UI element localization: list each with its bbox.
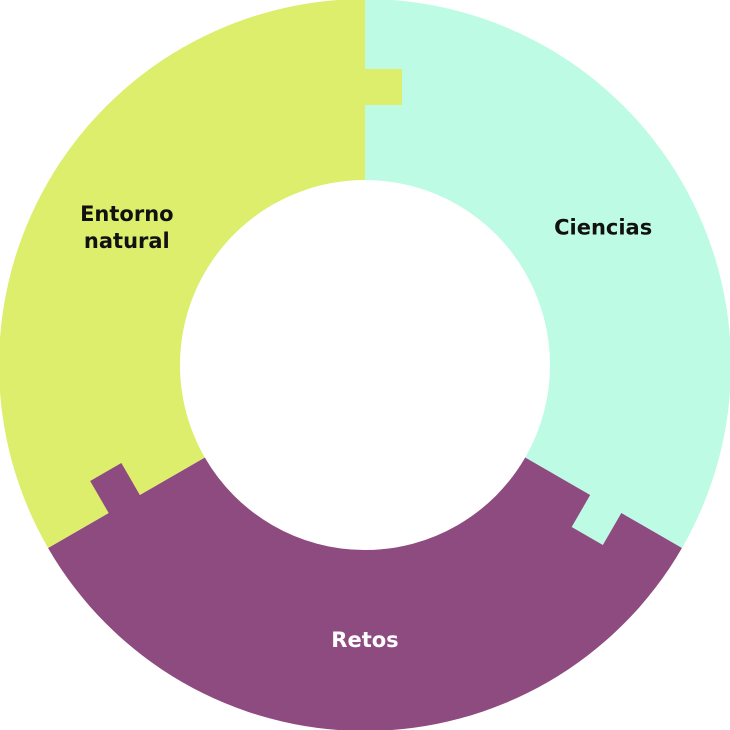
slice-label-line: Entorno	[80, 202, 174, 226]
slice-tab	[571, 494, 622, 546]
slice-label: Entorno natural	[80, 202, 174, 253]
slice-ciencias	[365, 0, 730, 548]
slice-label: Retos	[331, 628, 398, 652]
slice-tab	[90, 462, 141, 514]
slice-label: Ciencias	[554, 216, 652, 240]
slice-label-line: Ciencias	[554, 216, 652, 240]
slice-label-line: natural	[84, 229, 170, 253]
slice-tab	[364, 69, 402, 105]
slice-label-line: Retos	[331, 628, 398, 652]
slice-entorno-natural	[0, 0, 365, 548]
slice-retos	[48, 457, 682, 730]
